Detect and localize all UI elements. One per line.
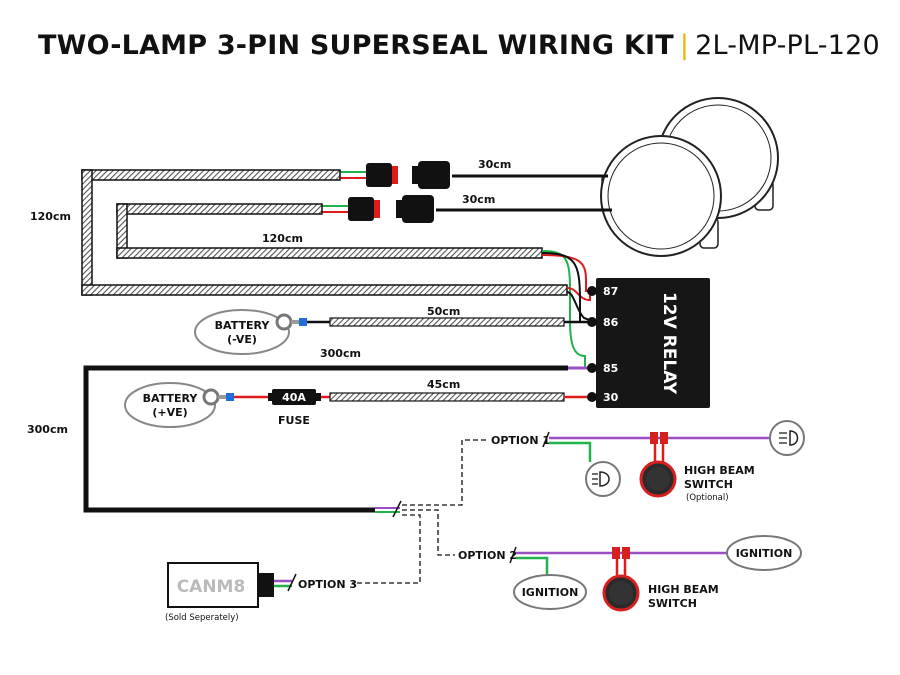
battery-positive-lead-length: 45cm: [427, 378, 460, 391]
relay-harness-wires: [541, 250, 596, 369]
relay-pin-85: 85: [587, 362, 618, 375]
battery-negative-label-1: BATTERY: [215, 319, 271, 332]
battery-negative-badge: [194, 309, 290, 355]
switch1-icon: [639, 432, 677, 498]
superseal-connector-upper: [340, 161, 450, 189]
trigger-wire-vertical-length: 300cm: [27, 423, 68, 436]
lamp2-lead-length: 30cm: [462, 193, 495, 206]
battery-positive-ring-terminal-icon: [202, 388, 234, 406]
option2-label: OPTION 2: [458, 549, 517, 562]
ignition-left-badge: [513, 574, 587, 610]
switch1-label-2: SWITCH: [684, 478, 733, 491]
fuse-label: FUSE: [278, 414, 310, 427]
ignition-left-label: IGNITION: [522, 586, 579, 599]
outer-loom: [81, 169, 568, 296]
trigger-wire-length: 300cm: [320, 347, 361, 360]
switch1-note: (Optional): [686, 493, 729, 503]
battery-negative-loom: [329, 317, 565, 327]
option1-label: OPTION 1: [491, 434, 550, 447]
switch1-label-1: HIGH BEAM: [684, 464, 755, 477]
relay-pin-30: 30: [587, 391, 619, 404]
option-dashed-lines: [352, 439, 488, 584]
battery-negative-lead-length: 50cm: [427, 305, 460, 318]
title-separator: |: [679, 30, 690, 61]
superseal-connector-lower: [322, 195, 434, 223]
battery-positive-badge: [124, 382, 216, 428]
ignition-right-badge: [726, 535, 802, 571]
lamp1-lead-length: 30cm: [478, 158, 511, 171]
canm8-note: (Sold Seperately): [165, 613, 239, 623]
outer-loom-length: 120cm: [30, 210, 71, 223]
lamp-front-icon: [600, 135, 722, 257]
switch2-label-1: HIGH BEAM: [648, 583, 719, 596]
relay-pin-87: 87: [587, 285, 618, 298]
inner-loom-length: 120cm: [262, 232, 303, 245]
option1-wires: [549, 436, 770, 462]
fuse-icon: 40A: [268, 389, 321, 405]
canm8-name: CANM8: [177, 577, 246, 597]
page-title: TWO-LAMP 3-PIN SUPERSEAL WIRING KIT|2L-M…: [38, 30, 880, 61]
relay-box: [596, 278, 710, 408]
battery-positive-label-1: BATTERY: [143, 392, 199, 405]
battery-negative-ring-terminal-icon: [275, 313, 307, 331]
fuse-rating: 40A: [282, 391, 306, 404]
trigger-wire: [83, 365, 568, 513]
relay-pin-87-label: 87: [603, 285, 618, 298]
switch2-label-2: SWITCH: [648, 597, 697, 610]
title-main: TWO-LAMP 3-PIN SUPERSEAL WIRING KIT: [38, 30, 674, 61]
switch2-icon: [602, 547, 640, 612]
relay-pin-85-label: 85: [603, 362, 618, 375]
battery-negative-label-2: (-VE): [227, 333, 257, 346]
battery-positive-loom: [329, 392, 565, 402]
low-beam-indicator-icon: [585, 461, 621, 497]
relay-pin-86: 86: [587, 316, 619, 329]
title-code: 2L-MP-PL-120: [695, 30, 880, 61]
canm8-module: CANM8: [167, 562, 274, 608]
relay-pin-86-label: 86: [603, 316, 619, 329]
ignition-right-label: IGNITION: [736, 547, 793, 560]
option3-label: OPTION 3: [298, 578, 357, 591]
relay-label: 12V RELAY: [659, 292, 679, 395]
relay-pin-30-label: 30: [603, 391, 619, 404]
battery-positive-label-2: (+VE): [152, 406, 187, 419]
high-beam-indicator-icon: [769, 420, 805, 456]
